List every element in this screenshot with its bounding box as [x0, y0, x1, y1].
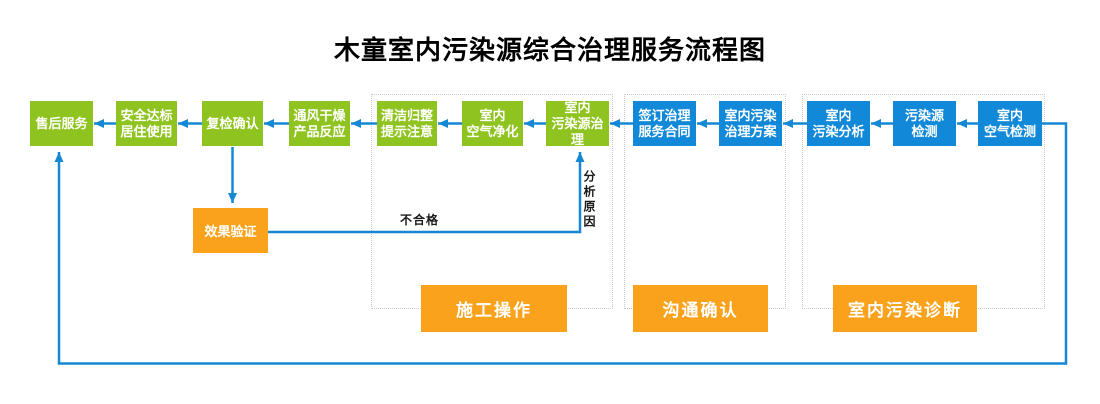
stage-construction-operation: 施工操作 [421, 285, 567, 332]
node-label: 空气检测 [983, 123, 1036, 139]
stage-communication-confirmation: 沟通确认 [633, 285, 768, 332]
node-label: 复检确认 [206, 115, 259, 131]
node-pollution-source-detection: 污染源 检测 [893, 101, 956, 146]
node-label: 室内 [479, 107, 506, 123]
node-label: 室内 [996, 107, 1023, 123]
node-label: 室内 [825, 107, 852, 123]
stage-label: 沟通确认 [662, 301, 739, 320]
node-label: 居住使用 [120, 123, 173, 139]
node-ventilation-drying-product-reaction: 通风干燥 产品反应 [289, 101, 350, 146]
node-label: 污染源 [904, 107, 944, 123]
node-label: 效果验证 [204, 224, 257, 239]
node-label: 室内污染 [724, 107, 777, 123]
node-indoor-pollution-source-treatment: 室内 污染源治理 [546, 99, 609, 147]
node-label: 污染分析 [812, 123, 865, 139]
node-label: 污染源治理 [551, 115, 604, 147]
node-label: 提示注意 [380, 123, 433, 139]
edge-label-fail: 不合格 [400, 213, 440, 227]
edge-label-analyze-reason: 分析原因 [582, 170, 596, 230]
node-label: 室内 [564, 99, 591, 115]
node-label: 治理方案 [724, 123, 777, 139]
node-after-sales-service: 售后服务 [30, 101, 93, 146]
node-effect-verification: 效果验证 [193, 208, 268, 253]
node-cleanup-tidy-reminder: 清洁归整 提示注意 [377, 101, 437, 146]
page-title: 木童室内污染源综合治理服务流程图 [333, 35, 766, 65]
node-label: 产品反应 [293, 123, 346, 139]
stage-indoor-pollution-diagnosis: 室内污染诊断 [833, 285, 977, 332]
node-label: 售后服务 [35, 115, 88, 131]
node-safety-standard-occupancy: 安全达标 居住使用 [116, 101, 177, 146]
node-recheck-confirmation: 复检确认 [202, 101, 263, 146]
node-indoor-pollution-analysis: 室内 污染分析 [807, 101, 870, 146]
node-indoor-air-purification: 室内 空气净化 [462, 101, 523, 146]
node-label: 服务合同 [638, 123, 691, 139]
node-label: 检测 [911, 123, 938, 139]
node-label: 签订治理 [638, 107, 691, 123]
node-label: 通风干燥 [293, 107, 346, 123]
node-label: 清洁归整 [380, 107, 433, 123]
stage-label: 室内污染诊断 [848, 301, 962, 320]
stage-label: 施工操作 [456, 301, 532, 320]
node-label: 安全达标 [120, 107, 173, 123]
node-indoor-pollution-treatment-plan: 室内污染 治理方案 [719, 101, 782, 146]
node-label: 空气净化 [466, 123, 519, 139]
node-indoor-air-detection: 室内 空气检测 [978, 101, 1042, 146]
node-sign-treatment-service-contract: 签订治理 服务合同 [633, 101, 696, 146]
